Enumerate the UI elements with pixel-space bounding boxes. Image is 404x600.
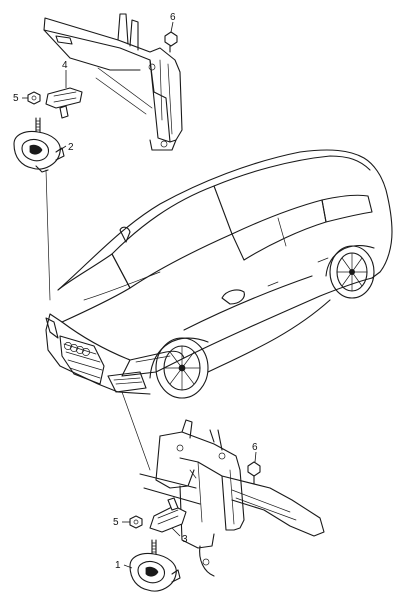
callout-6-lower: 6 bbox=[252, 442, 258, 453]
callout-1: 1 bbox=[115, 560, 121, 571]
horn-upper bbox=[13, 117, 65, 173]
mounting-bracket-top bbox=[45, 87, 83, 119]
front-wheel bbox=[155, 337, 209, 399]
nut-top bbox=[27, 91, 41, 105]
callout-2: 2 bbox=[68, 142, 74, 153]
lower-frame-bracket bbox=[139, 419, 325, 577]
callout-labels: 6 4 5 2 6 5 3 1 bbox=[13, 12, 258, 571]
nut-lower bbox=[129, 515, 143, 529]
guide-line-upper bbox=[45, 169, 51, 301]
callout-5-top: 5 bbox=[13, 93, 19, 104]
callout-leaders bbox=[22, 21, 257, 569]
four-rings-logo-icon bbox=[64, 342, 90, 356]
vehicle-body bbox=[45, 149, 393, 399]
bolt-top bbox=[164, 31, 178, 53]
guide-line-lower bbox=[121, 391, 151, 471]
callout-4: 4 bbox=[62, 60, 68, 71]
callout-6-top: 6 bbox=[170, 12, 176, 23]
mounting-bracket-lower bbox=[149, 497, 187, 533]
callout-3: 3 bbox=[182, 534, 188, 545]
callout-5-lower: 5 bbox=[113, 517, 119, 528]
horn-lower bbox=[129, 539, 181, 592]
upper-frame-bracket bbox=[43, 13, 183, 151]
bolt-lower bbox=[247, 461, 261, 485]
